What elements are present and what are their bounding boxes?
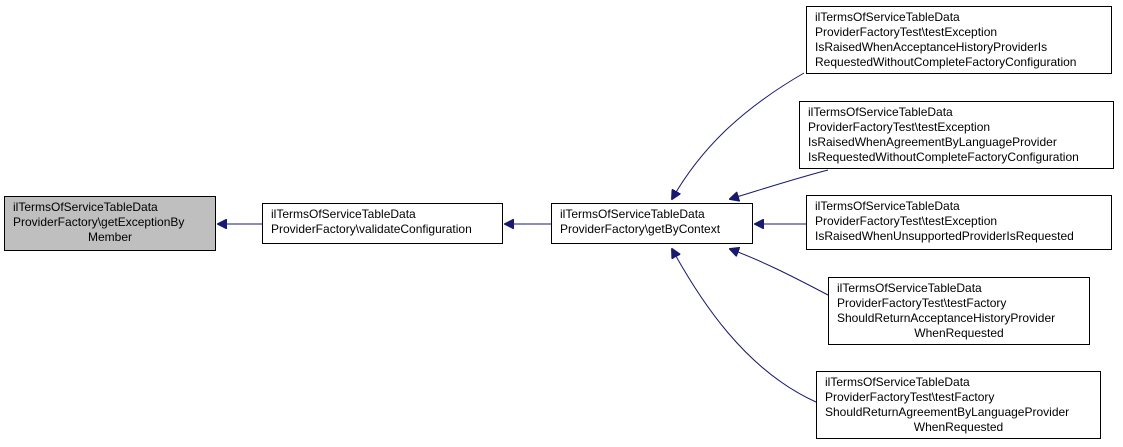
node-label-line: WhenRequested xyxy=(914,326,1004,340)
node-label-line: Member xyxy=(87,230,132,244)
node-label-line: ilTermsOfServiceTableData xyxy=(271,207,416,221)
node-validate-configuration[interactable]: ilTermsOfServiceTableData ProviderFactor… xyxy=(262,203,503,244)
node-label-line: RequestedWithoutCompleteFactoryConfigura… xyxy=(815,55,1077,69)
node-test-unsupported-provider[interactable]: ilTermsOfServiceTableData ProviderFactor… xyxy=(806,195,1112,250)
node-label-line: ProviderFactoryTest\testException xyxy=(815,214,998,228)
node-label-line: ilTermsOfServiceTableData xyxy=(560,207,705,221)
node-label-line: IsRaisedWhenAgreementByLanguageProvider xyxy=(808,135,1057,149)
node-label-line: IsRaisedWhenUnsupportedProviderIsRequest… xyxy=(815,229,1074,243)
node-label-line: ilTermsOfServiceTableData xyxy=(837,281,982,295)
node-label-line: ilTermsOfServiceTableData xyxy=(13,200,158,214)
node-test-agreement-by-language-without-config[interactable]: ilTermsOfServiceTableData ProviderFactor… xyxy=(799,101,1114,169)
node-label-line: IsRequestedWithoutCompleteFactoryConfigu… xyxy=(808,150,1079,164)
node-label-line: ProviderFactoryTest\testFactory xyxy=(837,296,1007,310)
node-test-factory-acceptance-history[interactable]: ilTermsOfServiceTableData ProviderFactor… xyxy=(828,277,1090,345)
edge-test4-to-getbycontext xyxy=(730,249,829,296)
edge-test1-to-getbycontext xyxy=(672,72,805,199)
node-label-line: ProviderFactoryTest\testException xyxy=(815,25,998,39)
node-test-acceptance-history-without-config[interactable]: ilTermsOfServiceTableData ProviderFactor… xyxy=(806,6,1112,74)
node-label-line: ProviderFactory\getExceptionBy xyxy=(13,215,185,229)
node-label-line: ProviderFactoryTest\testFactory xyxy=(825,390,995,404)
node-label-line: ProviderFactoryTest\testException xyxy=(808,120,991,134)
node-label-line: IsRaisedWhenAcceptanceHistoryProviderIs xyxy=(815,40,1048,54)
edge-test5-to-getbycontext xyxy=(672,249,817,403)
node-label-line: ilTermsOfServiceTableData xyxy=(808,105,953,119)
node-label-line: ilTermsOfServiceTableData xyxy=(815,199,960,213)
node-label-line: WhenRequested xyxy=(913,420,1004,434)
node-label-line: ProviderFactory\validateConfiguration xyxy=(271,222,472,236)
node-test-factory-agreement-by-language[interactable]: ilTermsOfServiceTableData ProviderFactor… xyxy=(816,371,1101,439)
node-label-line: ProviderFactory\getByContext xyxy=(560,222,721,236)
edge-test2-to-getbycontext xyxy=(730,169,829,199)
node-label-line: ilTermsOfServiceTableData xyxy=(825,375,970,389)
node-get-by-context[interactable]: ilTermsOfServiceTableData ProviderFactor… xyxy=(551,203,753,244)
node-label-line: ShouldReturnAcceptanceHistoryProvider xyxy=(837,311,1056,325)
node-label-line: ShouldReturnAgreementByLanguageProvider xyxy=(825,405,1070,419)
node-label-line: ilTermsOfServiceTableData xyxy=(815,10,960,24)
node-get-exception-by-member[interactable]: ilTermsOfServiceTableData ProviderFactor… xyxy=(4,196,216,251)
